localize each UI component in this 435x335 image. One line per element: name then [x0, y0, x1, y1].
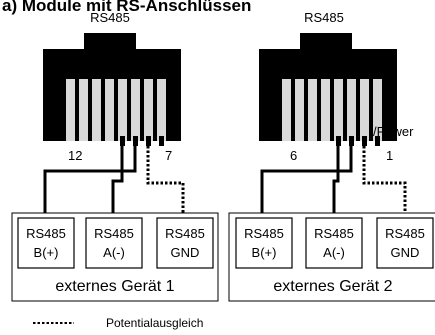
- legend-text: Potentialausgleich: [106, 316, 203, 330]
- device-1-name: externes Gerät 1: [55, 278, 174, 295]
- legend: Potentialausgleich: [33, 316, 203, 330]
- connector-2-power-label: /Power: [373, 124, 414, 139]
- connector-2-equipotential-wire: [362, 146, 407, 216]
- device-1-terminal-a-line1: RS485: [94, 226, 134, 241]
- device-2-terminal-b-line2: B(+): [252, 245, 277, 260]
- device-1-terminal-b: [17, 217, 75, 269]
- device-1-terminal-a-line2: A(-): [103, 245, 125, 260]
- connector-1-contacts: [66, 79, 166, 141]
- device-2-terminal-b-line1: RS485: [244, 226, 284, 241]
- device-1-terminal-gnd-line1: RS485: [165, 226, 205, 241]
- diagram-heading: a) Module mit RS-Anschlüssen: [2, 0, 251, 15]
- connector-1-tab: [84, 33, 136, 49]
- connector-1-well: [58, 79, 172, 141]
- connector-1-pin-ends: [120, 136, 164, 146]
- connector-2-pin-ends: [336, 136, 380, 146]
- connector-2-label: RS485: [304, 10, 344, 25]
- device-2-name: externes Gerät 2: [273, 278, 392, 295]
- connector-2-tab: [300, 33, 352, 49]
- connector-1-equipotential-wire: [146, 146, 185, 216]
- device-1-terminal-b-line1: RS485: [26, 226, 66, 241]
- device-1-terminal-gnd-line2: GND: [171, 245, 200, 260]
- device-1-terminal-b-line2: B(+): [34, 245, 59, 260]
- rj45-connector-1: RS485 12 7: [43, 10, 185, 216]
- device-2-terminal-gnd-line1: RS485: [385, 226, 425, 241]
- external-device-2: RS485 B(+) RS485 A(-) RS485 GND externes…: [228, 212, 435, 302]
- device-1-terminal-a: [85, 217, 143, 269]
- device-1-terminal-gnd: [156, 217, 214, 269]
- connector-2-contacts: [282, 79, 382, 141]
- device-2-terminal-gnd-line2: GND: [391, 245, 420, 260]
- device-2-terminal-a-line2: A(-): [323, 245, 345, 260]
- device-2-terminal-gnd: [376, 217, 434, 269]
- connector-1-wires: [43, 144, 137, 216]
- device-2-terminal-a: [305, 217, 363, 269]
- device-2-terminal-b: [235, 217, 293, 269]
- connector-2-pin-right: 1: [386, 148, 393, 163]
- external-device-1: RS485 B(+) RS485 A(-) RS485 GND externes…: [11, 212, 219, 302]
- connector-1-label: RS485: [90, 10, 130, 25]
- connector-2-wires: [260, 144, 353, 216]
- connector-2-pin-left: 6: [290, 148, 297, 163]
- connector-2-well: [274, 79, 388, 141]
- device-2-terminal-a-line1: RS485: [314, 226, 354, 241]
- connector-1-pin-right: 7: [165, 148, 172, 163]
- rj45-connector-2: RS485 6 1 /Power: [259, 10, 414, 216]
- connector-1-pin-left: 12: [68, 148, 82, 163]
